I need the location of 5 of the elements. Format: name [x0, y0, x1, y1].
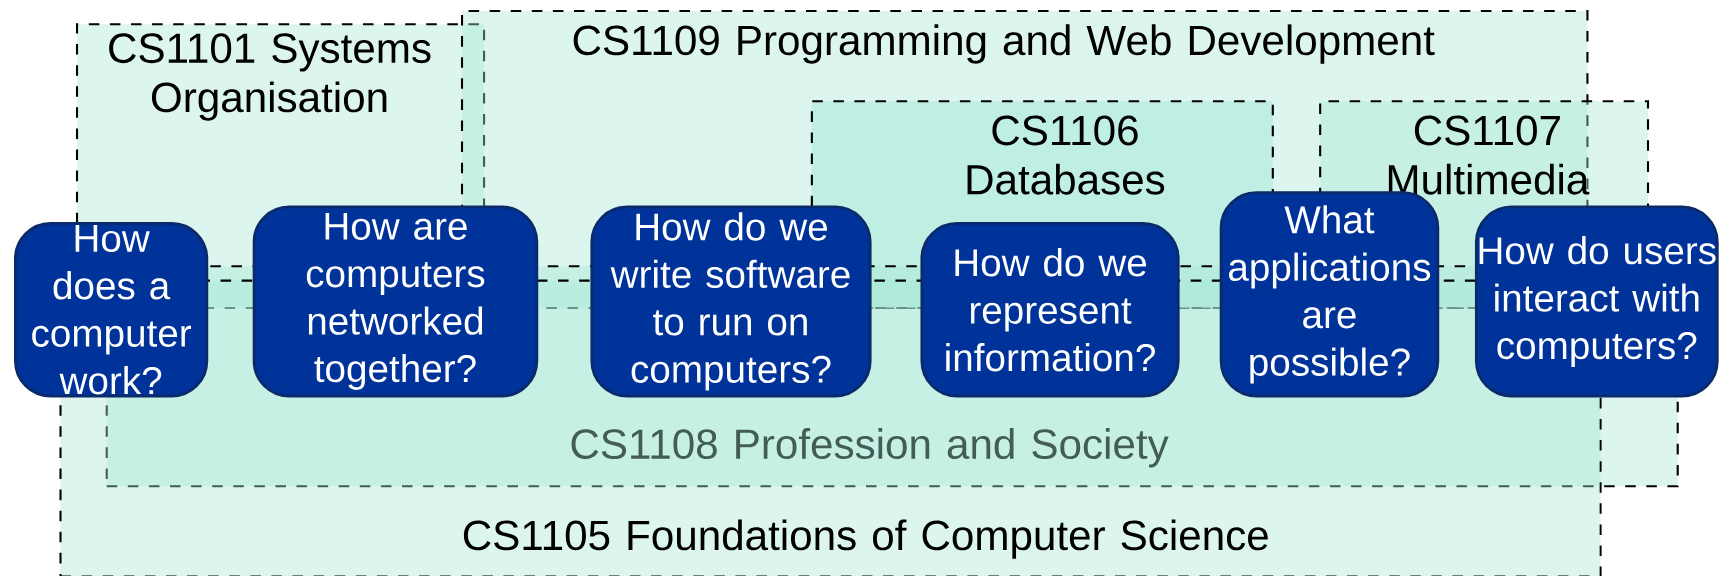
question-box: How do users interact with computers?: [1474, 205, 1719, 398]
question-box: How does a computer work?: [14, 221, 209, 398]
question-box: How are computers networked together?: [252, 205, 539, 398]
question-box: How do we write software to run on computers?: [590, 205, 872, 398]
question-box: How do we represent information?: [920, 221, 1180, 398]
